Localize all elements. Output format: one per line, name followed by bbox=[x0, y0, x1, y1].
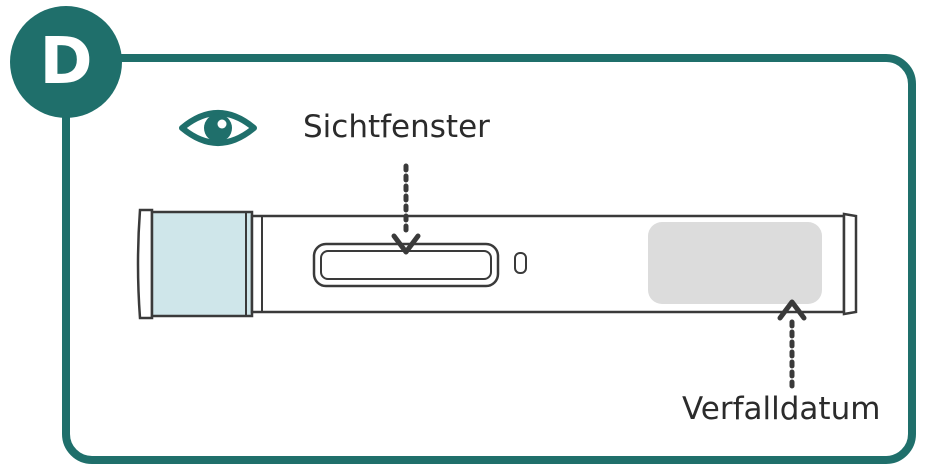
viewing-window-label: Sichtfenster bbox=[303, 109, 490, 145]
indicator-mark bbox=[514, 252, 527, 274]
eye-icon bbox=[179, 110, 257, 146]
dotted-arrow-icon bbox=[777, 299, 807, 391]
panel-frame bbox=[62, 54, 916, 464]
expiry-date-label: Verfalldatum bbox=[682, 391, 881, 427]
step-letter: D bbox=[39, 25, 93, 99]
step-badge-icon bbox=[10, 6, 122, 118]
dotted-arrow-icon bbox=[391, 163, 421, 255]
pen-cap bbox=[136, 208, 254, 320]
expiry-date-label-area bbox=[648, 222, 822, 304]
